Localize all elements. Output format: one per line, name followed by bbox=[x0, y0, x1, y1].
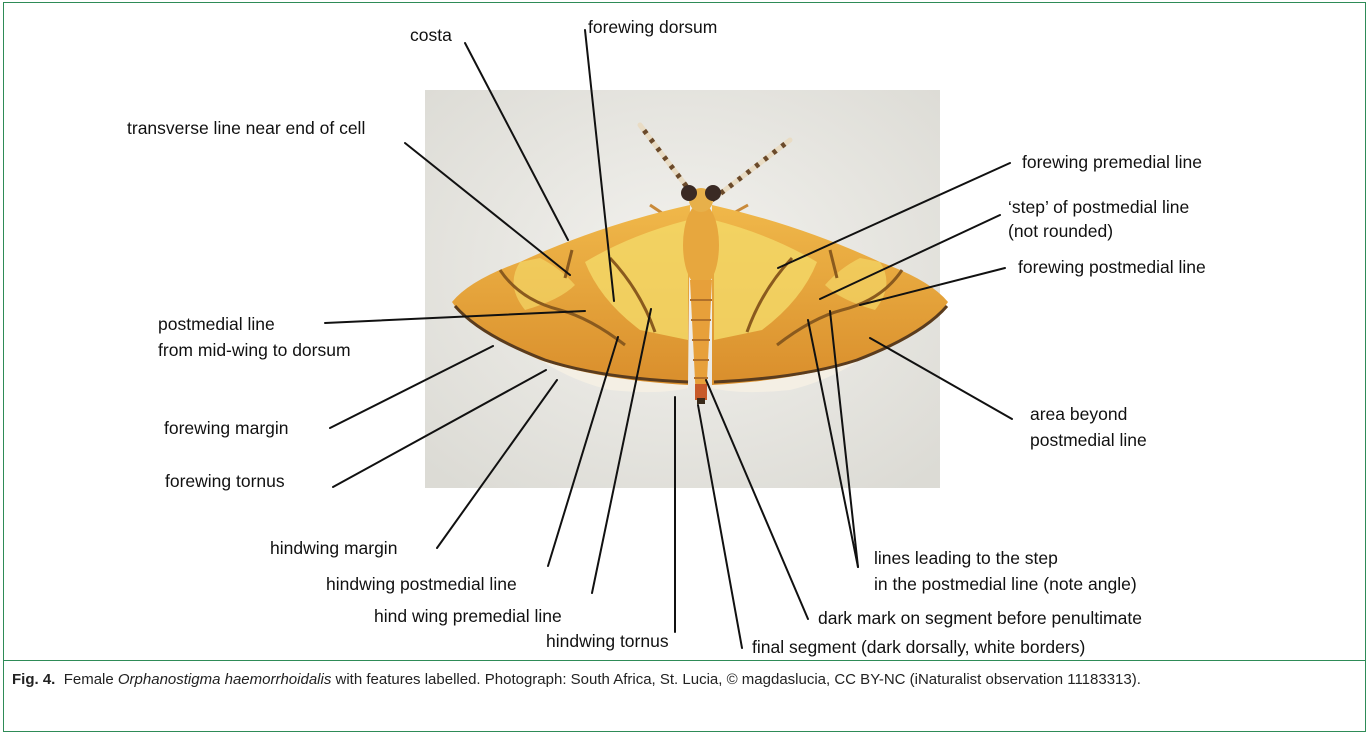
label-forewing-dorsum: forewing dorsum bbox=[588, 17, 717, 37]
moth-diagram: costa forewing dorsum transverse line ne… bbox=[0, 0, 1371, 660]
figure-caption: Fig. 4. Female Orphanostigma haemorrhoid… bbox=[12, 669, 1342, 690]
label-hw-postmedial: hindwing postmedial line bbox=[326, 574, 517, 594]
label-hindwing-margin: hindwing margin bbox=[270, 538, 397, 558]
label-forewing-margin: forewing margin bbox=[164, 418, 289, 438]
label-costa: costa bbox=[410, 25, 452, 45]
caption-fig-label: Fig. 4. bbox=[12, 671, 55, 688]
moth-thorax bbox=[683, 203, 719, 287]
label-final-segment: final segment (dark dorsally, white bord… bbox=[752, 637, 1085, 657]
label-transverse: transverse line near end of cell bbox=[127, 118, 365, 138]
label-hw-premedial: hind wing premedial line bbox=[374, 606, 562, 626]
caption-divider bbox=[4, 660, 1365, 661]
caption-text-before: Female bbox=[64, 671, 114, 688]
label-premedial: forewing premedial line bbox=[1022, 152, 1202, 172]
eye-left bbox=[681, 185, 697, 201]
eye-right bbox=[705, 185, 721, 201]
label-dark-mark: dark mark on segment before penultimate bbox=[818, 608, 1142, 628]
label-lines-to-step-2: in the postmedial line (note angle) bbox=[874, 574, 1137, 594]
label-area-beyond-1: area beyond bbox=[1030, 404, 1127, 424]
abdomen-tip-mark bbox=[697, 398, 705, 404]
label-postmedial-mid-1: postmedial line bbox=[158, 314, 275, 334]
label-postmedial: forewing postmedial line bbox=[1018, 257, 1206, 277]
label-lines-to-step-1: lines leading to the step bbox=[874, 548, 1058, 568]
caption-species: Orphanostigma haemorrhoidalis bbox=[118, 671, 331, 688]
label-postmedial-mid-2: from mid-wing to dorsum bbox=[158, 340, 351, 360]
caption-text-after: with features labelled. Photograph: Sout… bbox=[336, 671, 1141, 688]
abdomen-tip bbox=[695, 384, 707, 400]
label-step-2: (not rounded) bbox=[1008, 221, 1113, 241]
label-forewing-tornus: forewing tornus bbox=[165, 471, 285, 491]
label-hindwing-tornus: hindwing tornus bbox=[546, 631, 669, 651]
label-step-1: ‘step’ of postmedial line bbox=[1008, 197, 1189, 217]
label-area-beyond-2: postmedial line bbox=[1030, 430, 1147, 450]
